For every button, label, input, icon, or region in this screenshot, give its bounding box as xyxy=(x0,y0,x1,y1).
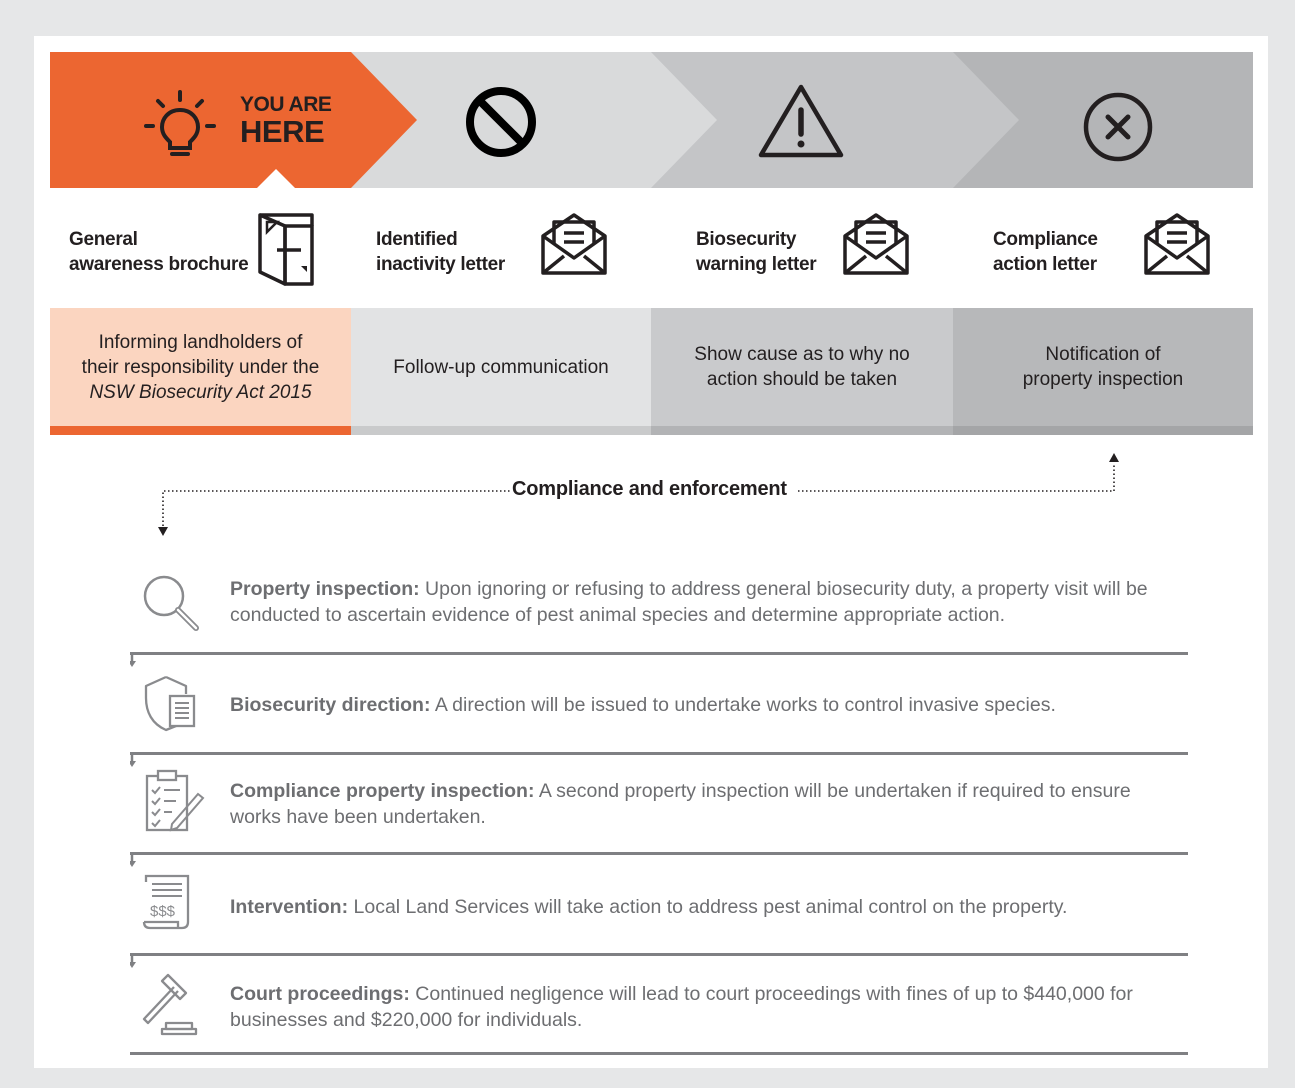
step-court-proceedings: Court proceedings: Continued negligence … xyxy=(130,953,1188,1055)
step-heading: Court proceedings: xyxy=(230,983,410,1005)
stage-title-row: General awareness brochure xyxy=(50,188,351,308)
stage-description: Notification of property inspection xyxy=(953,308,1253,426)
compliance-connector xyxy=(158,453,1119,536)
stage-title-line-2: warning letter xyxy=(696,254,817,275)
stage-title-line-2: inactivity letter xyxy=(376,254,506,275)
stage-inactivity-letter: Identified inactivity letter Follow-up c… xyxy=(351,52,651,435)
desc-line-1: Informing landholders of xyxy=(98,331,303,353)
prohibited-icon xyxy=(466,87,536,157)
stage-title-line-1: Identified xyxy=(376,229,458,250)
step-heading: Biosecurity direction: xyxy=(230,694,431,716)
clipboard-checklist-icon xyxy=(145,769,205,832)
stage-bottom-bar xyxy=(953,426,1253,435)
desc-line-1: Show cause as to why no xyxy=(694,344,910,365)
lightbulb-icon xyxy=(144,90,216,156)
stage-description: Informing landholders of their responsib… xyxy=(50,308,351,426)
stage-description: Follow-up communication xyxy=(351,308,651,426)
stage-title-row: Compliance action letter xyxy=(953,188,1253,308)
stage-strip: YOU ARE HERE General awareness brochure xyxy=(50,52,1253,435)
step-divider xyxy=(130,953,1188,956)
brochure-icon xyxy=(258,213,314,286)
stage-title: Biosecurity warning letter xyxy=(696,227,817,277)
step-body: A direction will be issued to undertake … xyxy=(434,694,1056,716)
desc-line-2: their responsibility under the xyxy=(81,356,320,378)
stage-title: Compliance action letter xyxy=(993,227,1098,277)
step-body: Upon ignoring or refusing to address gen… xyxy=(230,578,1148,626)
you-are-here-badge: YOU ARE HERE xyxy=(240,93,332,149)
step-divider xyxy=(130,752,1188,755)
stage-title-line-2: action letter xyxy=(993,254,1097,275)
stage-title: Identified inactivity letter xyxy=(376,227,505,277)
arrow-down-icon xyxy=(130,953,136,968)
you-are-here-pointer xyxy=(256,169,296,189)
stage-title-line-1: Compliance xyxy=(993,229,1098,250)
envelope-letter-icon xyxy=(843,213,909,275)
arrow-down-icon xyxy=(130,752,136,767)
stage-chevron xyxy=(351,52,417,188)
stage-title: General awareness brochure xyxy=(69,227,249,277)
step-divider xyxy=(130,852,1188,855)
stage-header: YOU ARE HERE xyxy=(50,52,351,189)
step-text: Compliance property inspection: A second… xyxy=(230,778,1180,830)
step-heading: Intervention: xyxy=(230,896,349,918)
stage-bottom-bar xyxy=(50,426,351,435)
close-circle-icon xyxy=(1083,92,1153,162)
arrow-down-icon xyxy=(130,652,136,667)
envelope-letter-icon xyxy=(1144,213,1210,275)
step-property-inspection: Property inspection: Upon ignoring or re… xyxy=(130,570,1188,640)
arrow-down-icon xyxy=(130,852,136,867)
stage-title-row: Identified inactivity letter xyxy=(351,188,651,308)
desc-line-2: property inspection xyxy=(1022,369,1184,390)
desc-line-1: Follow-up communication xyxy=(393,356,609,378)
stage-chevron xyxy=(651,52,717,188)
step-body: A second property inspection will be und… xyxy=(230,780,1131,828)
stage-title-line-1: General xyxy=(69,229,138,250)
shield-document-icon xyxy=(144,675,196,732)
step-body: Continued negligence will lead to court … xyxy=(230,983,1133,1031)
desc-line-2: action should be taken xyxy=(706,369,898,390)
step-intervention: $$$ Intervention: Local Land Services wi… xyxy=(130,852,1188,950)
warning-icon xyxy=(758,84,844,158)
arrow-up-icon xyxy=(1109,453,1119,462)
step-text: Intervention: Local Land Services will t… xyxy=(230,894,1180,920)
step-heading: Property inspection: xyxy=(230,578,420,600)
stage-general-awareness: YOU ARE HERE General awareness brochure xyxy=(50,52,351,435)
invoice-icon: $$$ xyxy=(142,874,190,930)
step-text: Court proceedings: Continued negligence … xyxy=(230,981,1180,1033)
step-compliance-inspection: Compliance property inspection: A second… xyxy=(130,752,1188,847)
badge-line-1: YOU ARE xyxy=(240,93,332,116)
desc-line-1: Notification of xyxy=(1045,344,1161,365)
step-divider xyxy=(130,1052,1188,1055)
stage-compliance-letter: Compliance action letter Notification of… xyxy=(953,52,1253,435)
stage-description: Show cause as to why no action should be… xyxy=(651,308,953,426)
stage-chevron xyxy=(953,52,1019,188)
desc-line-3: NSW Biosecurity Act 2015 xyxy=(89,381,312,403)
gavel-icon xyxy=(142,973,198,1036)
step-text: Property inspection: Upon ignoring or re… xyxy=(230,576,1180,628)
magnifier-icon xyxy=(143,575,199,631)
stage-bottom-bar xyxy=(351,426,651,435)
connector-label: Compliance and enforcement xyxy=(512,478,787,501)
envelope-letter-icon xyxy=(541,213,607,275)
step-divider xyxy=(130,652,1188,655)
dollar-signs-glyph: $$$ xyxy=(150,903,176,920)
stage-title-row: Biosecurity warning letter xyxy=(651,188,953,308)
stage-title-line-2: awareness brochure xyxy=(69,254,249,275)
stage-bottom-bar xyxy=(651,426,953,435)
stage-title-line-1: Biosecurity xyxy=(696,229,797,250)
step-text: Biosecurity direction: A direction will … xyxy=(230,692,1180,718)
step-body: Local Land Services will take action to … xyxy=(353,896,1068,918)
step-heading: Compliance property inspection: xyxy=(230,780,535,802)
badge-line-2: HERE xyxy=(240,114,325,149)
step-biosecurity-direction: Biosecurity direction: A direction will … xyxy=(130,652,1188,742)
arrow-down-icon xyxy=(158,527,168,536)
